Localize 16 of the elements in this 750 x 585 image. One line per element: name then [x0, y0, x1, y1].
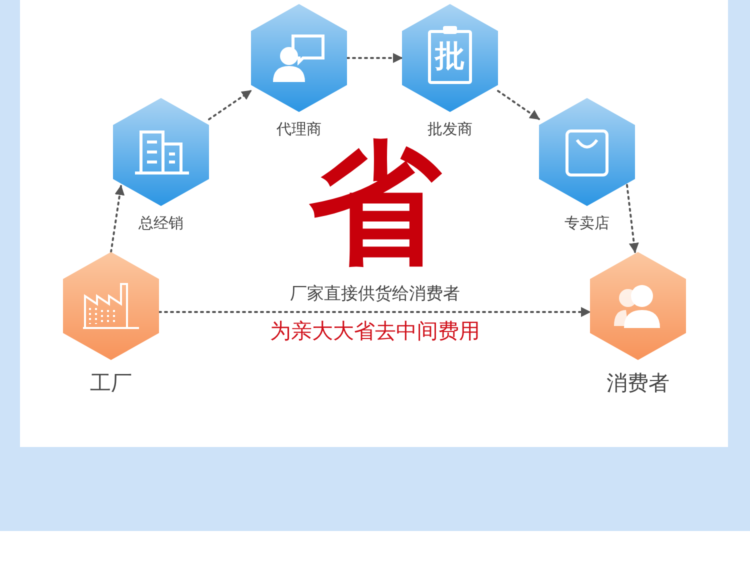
- node-label: 专卖店: [564, 213, 610, 234]
- dotted-arrow: [158, 307, 591, 317]
- slogan-text: 为亲大大省去中间费用: [270, 318, 480, 345]
- dotted-arrow: [110, 185, 125, 253]
- dotted-arrow: [626, 184, 639, 253]
- headline-character: 省: [309, 138, 441, 270]
- icon-glyph: 批: [435, 42, 465, 72]
- dotted-arrow: [497, 90, 540, 120]
- dotted-arrow: [208, 90, 252, 120]
- node-label: 消费者: [606, 370, 670, 397]
- node-label: 代理商: [276, 119, 322, 138]
- dotted-arrow: [346, 53, 403, 63]
- node-label: 批发商: [428, 119, 472, 138]
- caption-text: 厂家直接供货给消费者: [290, 283, 460, 306]
- node-label: 总经销: [138, 213, 184, 234]
- node-label: 工厂: [90, 370, 132, 397]
